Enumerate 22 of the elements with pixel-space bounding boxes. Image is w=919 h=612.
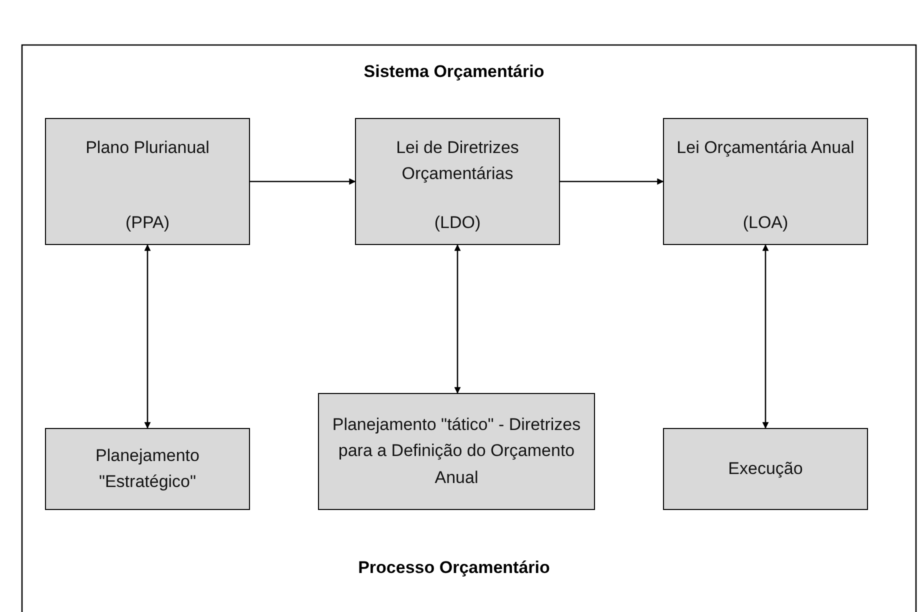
box-text: (LOA) [742, 212, 788, 234]
process-box [355, 118, 560, 245]
arrow [250, 178, 356, 185]
process-box [318, 393, 595, 510]
box-text: Plano Plurianual [86, 137, 210, 159]
arrow [144, 244, 151, 429]
box-text: Lei de Diretrizes Orçamentárias [395, 137, 520, 186]
box-text: (PPA) [125, 212, 170, 234]
process-box [45, 118, 250, 245]
section-heading: Processo Orçamentário [357, 558, 551, 578]
box-text: Lei Orçamentária Anual [676, 137, 854, 159]
box-text: Execução [728, 458, 803, 480]
arrow [762, 244, 769, 429]
process-box [663, 428, 868, 510]
box-text: Planejamento "tático" - Diretrizes para a Definição do Orçamento Anual [331, 414, 582, 489]
process-box [663, 118, 868, 245]
arrow [560, 178, 664, 185]
arrow [454, 244, 461, 394]
title: Sistema Orçamentário [362, 62, 546, 82]
process-box [45, 428, 250, 510]
box-text: (LDO) [434, 212, 481, 234]
box-text: Planejamento "Estratégico" [94, 444, 200, 493]
